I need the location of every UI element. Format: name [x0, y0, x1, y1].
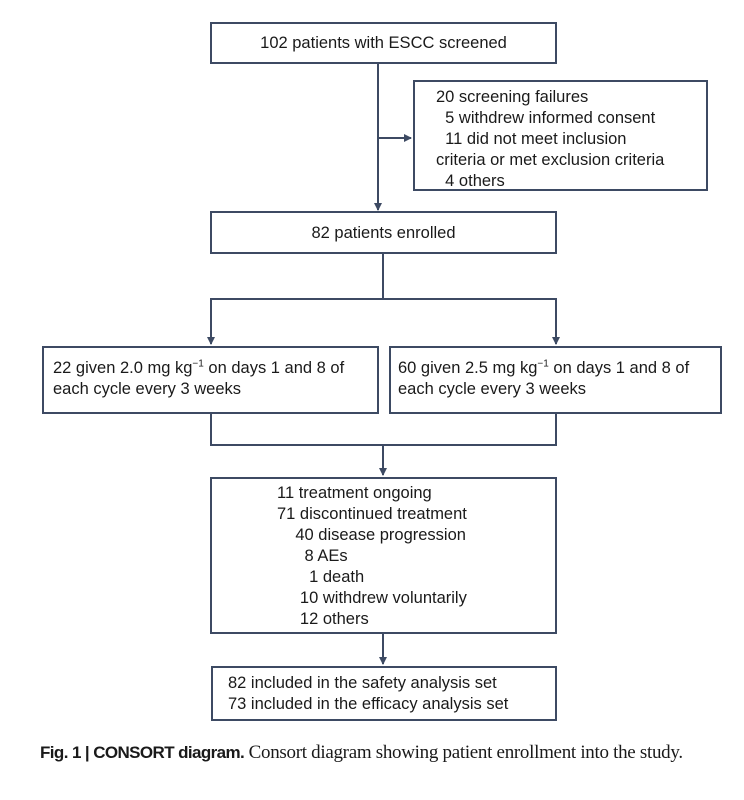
- treatment-line: 10 withdrew voluntarily: [277, 589, 467, 607]
- arm-low-dose-line2: each cycle every 3 weeks: [53, 380, 242, 398]
- treatment-line: 8 AEs: [277, 547, 348, 565]
- treatment-line: 71 discontinued treatment: [277, 505, 467, 523]
- analysis-line: 73 included in the efficacy analysis set: [228, 695, 509, 713]
- figure-caption-label: Fig. 1 | CONSORT diagram.: [40, 743, 245, 762]
- screening-failures-line: 5 withdrew informed consent: [436, 109, 656, 127]
- arm-low-dose-unit-exponent: −1: [192, 358, 204, 370]
- arm-low-dose-line1: 22 given 2.0 mg kg−1 on days 1 and 8 of: [53, 358, 377, 379]
- connector-lines: [207, 63, 560, 665]
- treatment-line: 40 disease progression: [277, 526, 466, 544]
- treatment-line: 12 others: [277, 610, 369, 628]
- screened-text: 102 patients with ESCC screened: [260, 34, 507, 52]
- screening-failures-line: criteria or met exclusion criteria: [436, 151, 665, 169]
- enrolled-text: 82 patients enrolled: [311, 224, 456, 242]
- arm-high-dose-unit-exponent: −1: [537, 358, 549, 370]
- screening-failures-box: 20 screening failures 5 withdrew informe…: [413, 80, 708, 191]
- arm-high-dose-prefix: 60 given 2.5 mg kg: [398, 359, 538, 377]
- arm-high-dose-suffix: on days 1 and 8 of: [548, 359, 690, 377]
- screening-failures-line: 11 did not meet inclusion: [436, 130, 627, 148]
- arm-high-dose-line2: each cycle every 3 weeks: [398, 380, 587, 398]
- arm-low-dose-prefix: 22 given 2.0 mg kg: [53, 359, 193, 377]
- enrolled-box: 82 patients enrolled: [210, 211, 557, 254]
- figure-caption-text: Consort diagram showing patient enrollme…: [244, 742, 683, 763]
- arm-low-dose-box: 22 given 2.0 mg kg−1 on days 1 and 8 of …: [42, 346, 379, 414]
- figure-caption: Fig. 1 | CONSORT diagram. Consort diagra…: [40, 740, 720, 765]
- screening-failures-line: 4 others: [436, 172, 505, 190]
- treatment-line: 1 death: [277, 568, 365, 586]
- treatment-line: 11 treatment ongoing: [277, 484, 432, 502]
- screened-box: 102 patients with ESCC screened: [210, 22, 557, 64]
- screening-failures-line: 20 screening failures: [436, 88, 589, 106]
- arm-low-dose-suffix: on days 1 and 8 of: [203, 359, 345, 377]
- analysis-line: 82 included in the safety analysis set: [228, 674, 497, 692]
- arm-high-dose-box: 60 given 2.5 mg kg−1 on days 1 and 8 of …: [389, 346, 722, 414]
- analysis-sets-box: 82 included in the safety analysis set 7…: [211, 666, 557, 721]
- arm-high-dose-line1: 60 given 2.5 mg kg−1 on days 1 and 8 of: [398, 358, 720, 379]
- treatment-status-box: 11 treatment ongoing 71 discontinued tre…: [210, 477, 557, 634]
